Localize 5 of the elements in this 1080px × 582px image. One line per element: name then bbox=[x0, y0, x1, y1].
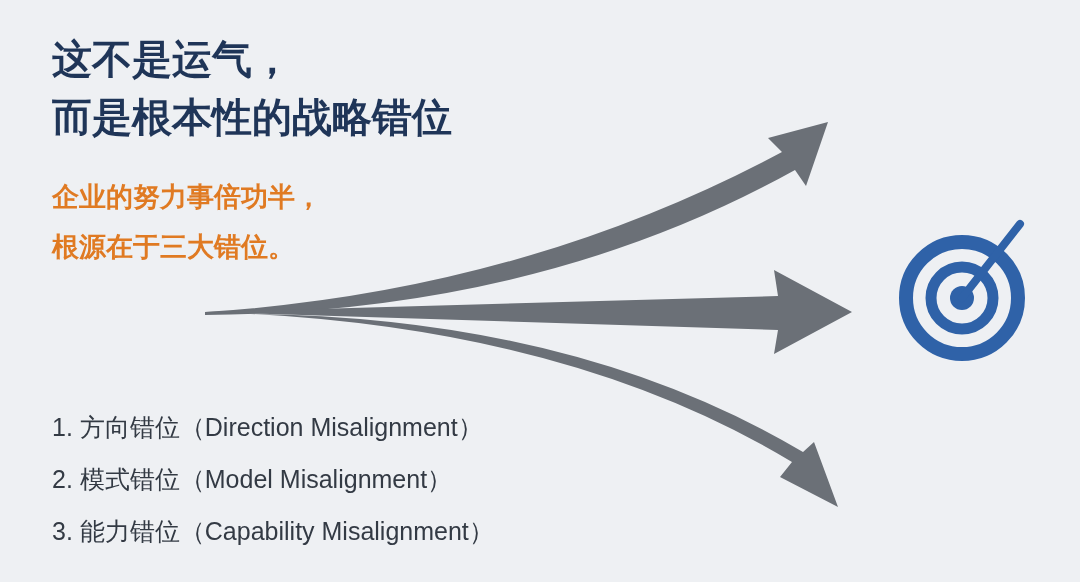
list-item: 3. 能力错位（Capability Misalignment） bbox=[52, 516, 494, 547]
list-item: 1. 方向错位（Direction Misalignment） bbox=[52, 412, 483, 443]
subtitle: 企业的努力事倍功半，根源在于三大错位。 bbox=[52, 181, 323, 264]
title: 这不是运气，而是根本性的战略错位 bbox=[52, 36, 453, 141]
list-item: 2. 模式错位（Model Misalignment） bbox=[52, 464, 453, 495]
